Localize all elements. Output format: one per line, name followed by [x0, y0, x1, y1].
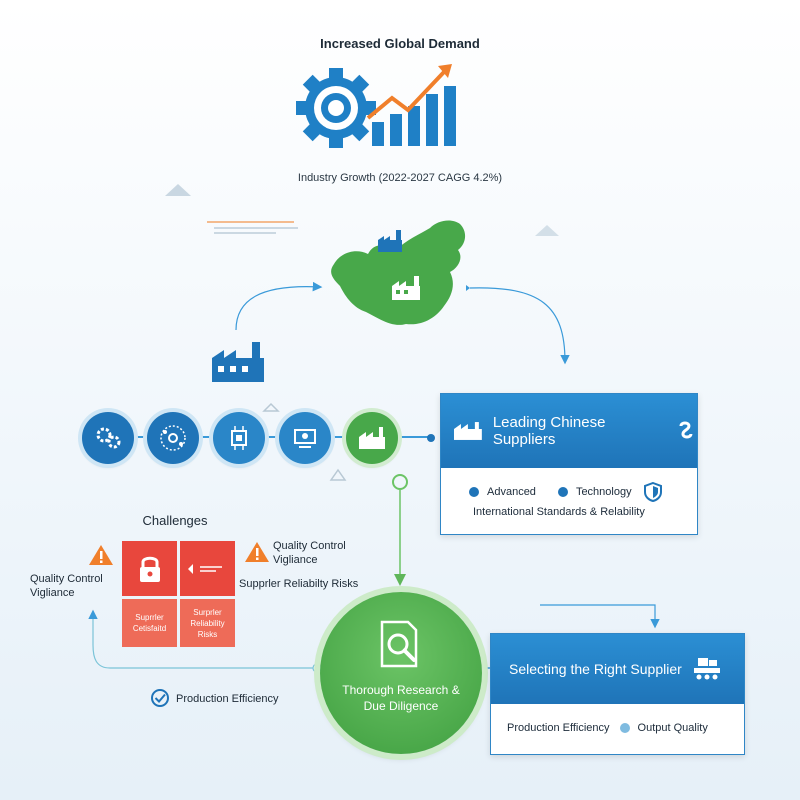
- arrow-loop-left: [88, 609, 315, 669]
- growth-hero-icon: [296, 64, 456, 148]
- decor-triangle: [535, 225, 559, 236]
- suppliers-panel-title: Leading Chinese Suppliers: [492, 414, 606, 448]
- suppliers-panel: Leading Chinese Suppliers Advanced Techn…: [440, 393, 698, 535]
- search-document-icon: [380, 620, 418, 668]
- arrow-factory-to-map: [235, 281, 323, 331]
- supplier-feature-technology: Technology: [575, 486, 632, 498]
- lock-icon: [139, 556, 160, 582]
- monitor-icon: [294, 429, 316, 448]
- quality-control-note: Quality Control Vigliance: [30, 573, 103, 599]
- conveyor-icon: [693, 658, 720, 680]
- check-circle-icon: [151, 689, 169, 707]
- china-map-icon: [331, 220, 466, 325]
- research-step[interactable]: [320, 592, 482, 754]
- selection-panel-header: Selecting the Right Supplier: [491, 634, 744, 704]
- decor-triangle: [262, 402, 280, 412]
- bullet-icon: [469, 487, 479, 497]
- research-label: Thorough Research & Due Diligence: [342, 683, 460, 713]
- warning-icon: [89, 545, 113, 565]
- challenge-lock-tile: [122, 541, 177, 596]
- selection-criterion-efficiency: Production Efficiency: [507, 722, 610, 734]
- factory-icon: [392, 276, 420, 300]
- supplier-standards: International Standards & Relability: [473, 506, 645, 518]
- shield-icon: [643, 482, 662, 502]
- challenge-document-tile: [180, 541, 235, 596]
- bar-chart-icon: [372, 86, 456, 146]
- gears-icon: [96, 427, 121, 449]
- factory-icon: [453, 422, 482, 440]
- process-node-network[interactable]: [147, 412, 199, 464]
- production-efficiency-label: Production Efficiency: [176, 693, 279, 705]
- selection-criterion-quality: Output Quality: [637, 722, 708, 734]
- process-node-factory[interactable]: [346, 412, 398, 464]
- selection-panel: Selecting the Right Supplier Production …: [490, 633, 745, 755]
- challenge-note-quality: Quality Control Vigliance: [273, 540, 346, 566]
- factory-icon: [359, 427, 385, 449]
- decor-triangle: [329, 468, 347, 481]
- factory-icon: [378, 230, 402, 252]
- challenge-tile-supplier: Suprrler Cetisfaitd: [122, 599, 177, 647]
- handshake-icon: [679, 421, 693, 439]
- process-node-monitor[interactable]: [279, 412, 331, 464]
- warning-icon: [245, 542, 269, 562]
- bullet-icon: [557, 487, 568, 497]
- decor-triangle: [165, 184, 191, 196]
- suppliers-panel-header: Leading Chinese Suppliers: [441, 394, 697, 468]
- document-icon: [187, 563, 222, 574]
- growth-label: Industry Growth (2022-2027 CAGG 4.2%): [297, 172, 503, 184]
- process-node-gears[interactable]: [82, 412, 134, 464]
- chip-icon: [231, 426, 247, 450]
- selection-panel-title: Selecting the Right Supplier: [509, 661, 682, 677]
- gear-icon: [296, 68, 376, 148]
- challenge-note-reliability: Supprler Reliabilty Risks: [239, 578, 359, 590]
- challenge-tile-reliability: Surprler Reliability Risks: [180, 599, 235, 647]
- supplier-feature-advanced: Advanced: [487, 486, 536, 498]
- network-icon: [160, 425, 186, 451]
- challenges-title: Challenges: [142, 513, 208, 528]
- bullet-icon: [619, 723, 630, 733]
- page-title: Increased Global Demand: [320, 36, 480, 51]
- arrow-map-to-panel: [469, 287, 570, 365]
- process-node-chip[interactable]: [213, 412, 265, 464]
- arrow-to-selection: [540, 604, 660, 629]
- trend-arrow-icon: [366, 70, 446, 120]
- factory-icon: [212, 342, 264, 382]
